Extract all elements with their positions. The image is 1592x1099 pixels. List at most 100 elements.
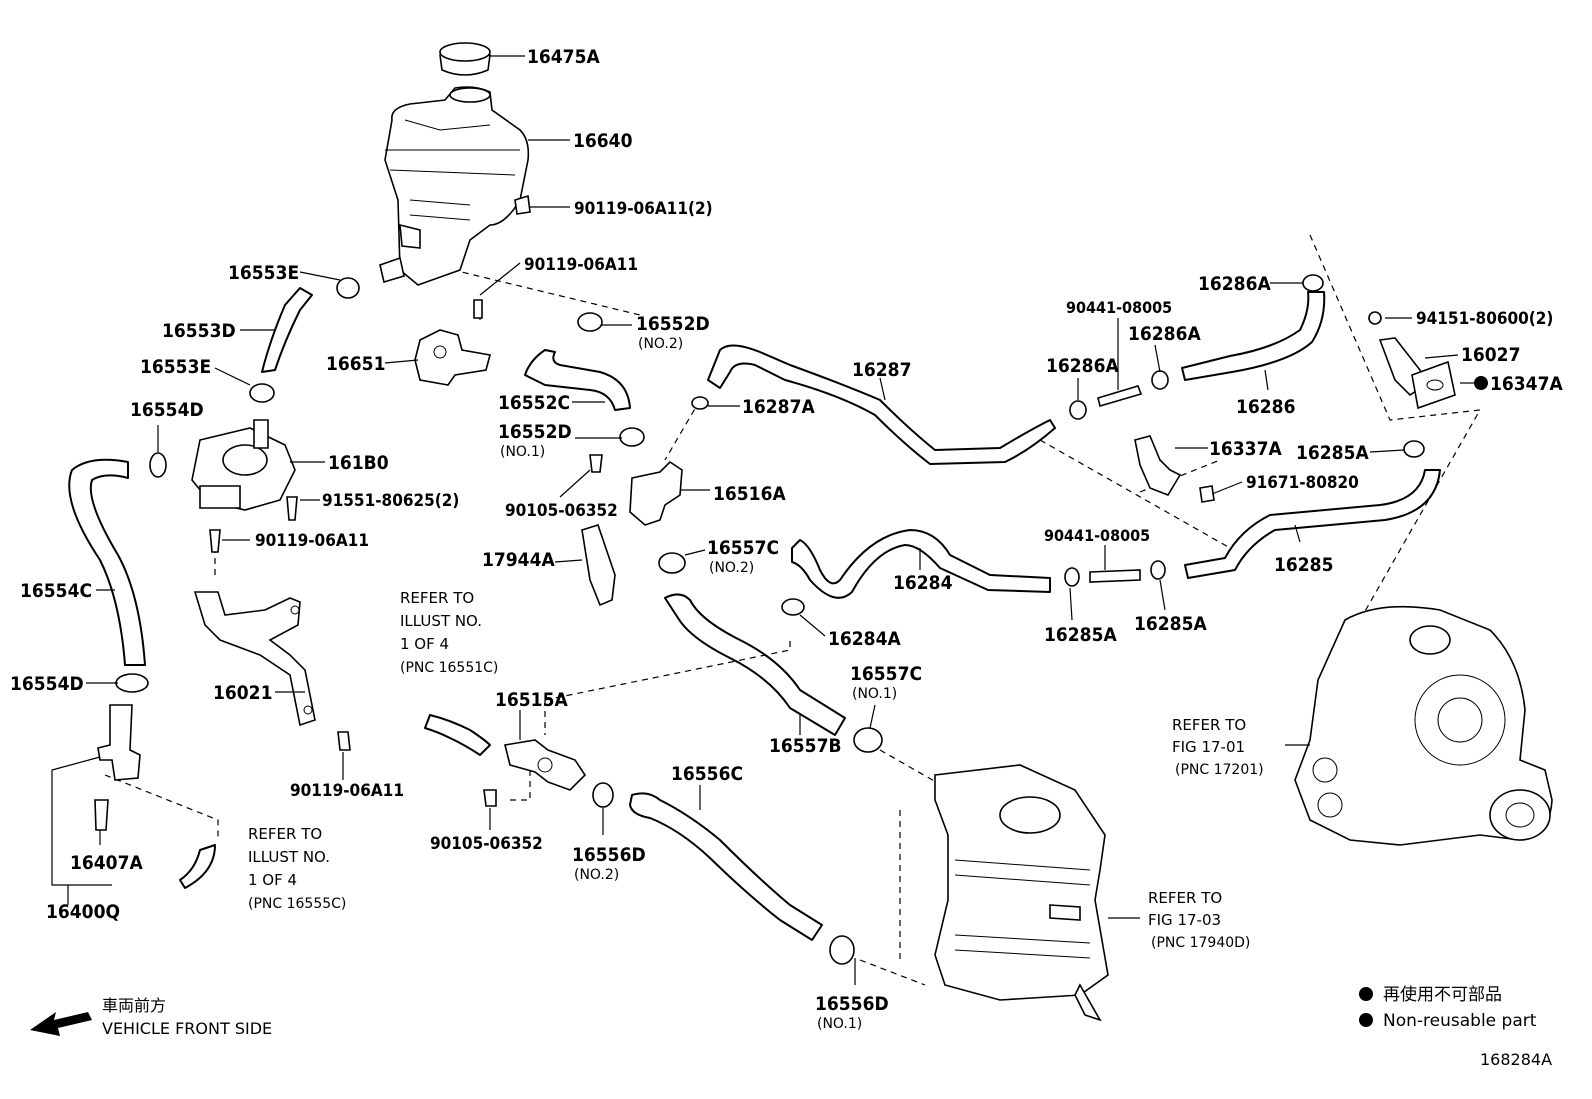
- svg-text:ILLUST NO.: ILLUST NO.: [400, 612, 482, 630]
- svg-text:(PNC 16551C): (PNC 16551C): [400, 660, 498, 676]
- hose-16284[interactable]: [791, 529, 1051, 599]
- label-hose-552c: 16552C: [498, 392, 570, 414]
- clamp-16286a-left[interactable]: [1069, 400, 1087, 420]
- label-hose-16287: 16287: [852, 359, 911, 381]
- svg-text:FIG 17-03: FIG 17-03: [1148, 911, 1221, 929]
- label-bolt-16021: 90119-06A11: [290, 781, 404, 801]
- svg-text:1 OF 4: 1 OF 4: [248, 871, 297, 889]
- svg-text:(PNC 17940D): (PNC 17940D): [1151, 935, 1250, 951]
- clamp-16285a-right[interactable]: [1403, 440, 1425, 458]
- label-clamp-552d-no2-sub: (NO.2): [638, 336, 683, 352]
- svg-text:1 OF 4: 1 OF 4: [400, 635, 449, 653]
- label-joint-16516a: 16516A: [713, 483, 786, 505]
- svg-text:(PNC 17201): (PNC 17201): [1175, 762, 1264, 778]
- label-bolt-tank: 90119-06A11(2): [574, 199, 713, 219]
- legend-dot-1: [1359, 987, 1373, 1001]
- label-hose-d: 16553D: [162, 320, 236, 342]
- sensor-16337a[interactable]: [1134, 435, 1182, 496]
- label-clamp-554d-top: 16554D: [130, 399, 204, 421]
- hose-16556c[interactable]: [629, 792, 823, 941]
- leader-lines: [86, 55, 1474, 985]
- label-clamp-557c-no2-sub: (NO.2): [709, 560, 754, 576]
- label-clamp-556d-no2: 16556D: [572, 844, 646, 866]
- label-clamp-16286a-top: 16286A: [1198, 273, 1271, 295]
- label-bolt-90105-lower: 90105-06352: [430, 834, 543, 854]
- clamp-16285a-mid[interactable]: [1150, 560, 1166, 580]
- bracket-16021[interactable]: [193, 591, 316, 727]
- clamp-16553e-top[interactable]: [336, 277, 360, 299]
- protector-17944a[interactable]: [581, 524, 616, 607]
- label-tank: 16640: [573, 130, 633, 152]
- non-reusable-marker: [1474, 376, 1488, 390]
- clamp-16287a[interactable]: [691, 396, 709, 410]
- intercooler[interactable]: [934, 764, 1109, 1022]
- clamp-16557c-no2[interactable]: [658, 552, 686, 574]
- clamp-16552d-no2[interactable]: [577, 312, 603, 332]
- clamp-16554d-top[interactable]: [149, 452, 167, 478]
- label-clamp-16285a-left: 16285A: [1044, 624, 1117, 646]
- svg-text:REFER TO: REFER TO: [400, 589, 474, 607]
- clamp-16552d-no1[interactable]: [619, 427, 645, 447]
- clamp-16557c-no1[interactable]: [853, 727, 883, 753]
- clamp-16286a-mid[interactable]: [1151, 370, 1169, 390]
- hose-16555c-ref[interactable]: [179, 844, 216, 889]
- turbocharger[interactable]: [1294, 605, 1553, 846]
- legend-jp: 再使用不可部品: [1383, 984, 1502, 1005]
- lead-16400q: [51, 756, 112, 886]
- ref-illust-555c: REFER TO ILLUST NO. 1 OF 4 (PNC 16555C): [248, 825, 346, 912]
- hose-16553d[interactable]: [261, 287, 313, 373]
- clamp-16285a-left[interactable]: [1064, 567, 1080, 587]
- front-jp: 車両前方: [102, 996, 166, 1015]
- label-assy-16400q: 16400Q: [46, 901, 120, 923]
- label-clamp-557c-no2: 16557C: [707, 537, 779, 559]
- hose-16552c[interactable]: [524, 349, 631, 411]
- label-bracket-16651: 16651: [326, 353, 385, 375]
- clamp-16554d-lower[interactable]: [115, 673, 149, 693]
- joint-16516a[interactable]: [629, 460, 683, 526]
- hose-16557b[interactable]: [664, 593, 846, 736]
- label-bolt-90441-top: 90441-08005: [1066, 298, 1172, 317]
- pipe-16027[interactable]: [1378, 337, 1456, 410]
- label-clamp-557c-no1-sub: (NO.1): [852, 686, 897, 702]
- label-clamp-556d-no2-sub: (NO.2): [574, 867, 619, 883]
- label-bracket-16021: 16021: [213, 682, 272, 704]
- bolts[interactable]: [209, 194, 1215, 807]
- bolt-94151[interactable]: [1368, 311, 1382, 325]
- water-pump-161b0[interactable]: [191, 419, 296, 511]
- hose-16287[interactable]: [707, 344, 1056, 465]
- label-hose-556c: 16556C: [671, 763, 743, 785]
- label-hose-554c: 16554C: [20, 580, 92, 602]
- label-protector-17944a: 17944A: [482, 549, 555, 571]
- label-bolt-90105-top: 90105-06352: [505, 501, 618, 521]
- label-pipe-16027: 16027: [1461, 344, 1520, 366]
- clamp-16286a-top[interactable]: [1302, 274, 1324, 292]
- clamp-16556d-no1[interactable]: [829, 935, 855, 965]
- clamp-16556d-no2[interactable]: [592, 782, 614, 808]
- bracket-16651[interactable]: [414, 299, 491, 386]
- label-joint-515a: 16515A: [495, 689, 568, 711]
- legend: 再使用不可部品 Non-reusable part: [1359, 984, 1537, 1031]
- hose-16285[interactable]: [1184, 469, 1441, 579]
- hose-16286[interactable]: [1181, 291, 1326, 381]
- hose-16551c-ref[interactable]: [424, 714, 491, 756]
- legend-en: Non-reusable part: [1383, 1011, 1537, 1031]
- label-sensor-16337a: 16337A: [1209, 438, 1282, 460]
- label-hose-16285: 16285: [1274, 554, 1333, 576]
- label-bolt-94151: 94151-80600(2): [1416, 309, 1553, 329]
- label-gasket-16347a: 16347A: [1490, 373, 1563, 395]
- label-clamp-16286a-left: 16286A: [1046, 355, 1119, 377]
- clamp-16553e-lower[interactable]: [249, 383, 275, 403]
- label-clamp-e-top: 16553E: [228, 262, 299, 284]
- bolt-90441-lower[interactable]: [1089, 569, 1141, 583]
- joint-16515a[interactable]: [504, 739, 587, 791]
- clamp-16284a[interactable]: [781, 598, 805, 616]
- reservoir-tank[interactable]: [379, 42, 530, 286]
- hose-16554c[interactable]: [68, 458, 146, 666]
- valve-16400q[interactable]: [94, 704, 141, 831]
- front-en: VEHICLE FRONT SIDE: [102, 1019, 272, 1038]
- label-clamp-16286a-mid: 16286A: [1128, 323, 1201, 345]
- part-labels: 16475A 16640 90119-06A11(2) 16553E 90119…: [10, 46, 1563, 1032]
- label-clamp-554d-lower: 16554D: [10, 673, 84, 695]
- bolt-90441-top[interactable]: [1097, 385, 1143, 408]
